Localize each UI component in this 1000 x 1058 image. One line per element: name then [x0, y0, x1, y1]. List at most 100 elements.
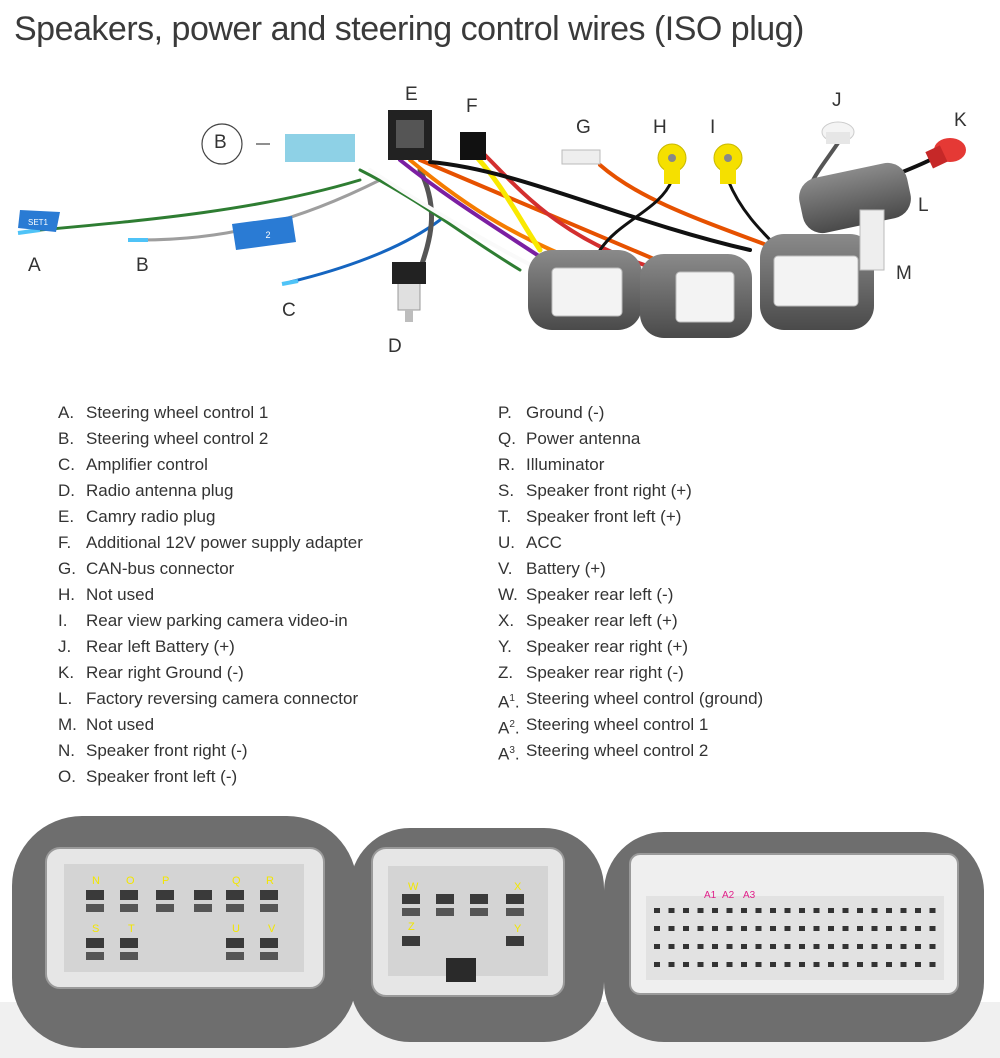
- svg-text:2: 2: [265, 230, 270, 240]
- legend-item: W. Speaker rear left (-): [498, 582, 763, 608]
- legend-key: Y.: [498, 637, 512, 656]
- connector-pin: [915, 926, 921, 931]
- pin-label-o: O: [126, 875, 135, 887]
- connector-pin: [226, 890, 244, 900]
- legend-item: D. Radio antenna plug: [58, 478, 363, 504]
- connector-closeup: N O P Q R S T U V W X Z Y A1 A2 A3: [0, 816, 1000, 1058]
- connector-pin: [784, 962, 791, 967]
- legend-item: M. Not used: [58, 712, 363, 738]
- legend-item: Z.Speaker rear right (-): [498, 660, 763, 686]
- label-a: A: [28, 255, 41, 276]
- legend-key: S.: [498, 481, 515, 500]
- connector-pin: [260, 904, 278, 912]
- legend-item: K. Rear right Ground (-): [58, 660, 363, 686]
- label-e: E: [405, 84, 418, 105]
- legend-item: L.Factory reversing camera connector: [58, 686, 363, 712]
- connector-pin: [436, 894, 454, 904]
- connector-pin: [799, 944, 805, 949]
- connector-pin: [886, 962, 892, 967]
- connector-pin: [436, 908, 454, 916]
- label-f: F: [466, 96, 478, 117]
- legend-key: W.: [498, 585, 518, 604]
- connector-pin: [784, 908, 791, 913]
- connector-pin: [813, 908, 820, 913]
- legend-text: Camry radio plug: [86, 507, 216, 526]
- connector-pin: [697, 908, 704, 913]
- pin-label-s: S: [92, 923, 99, 935]
- rca-j: [821, 121, 855, 144]
- foam-connector-3: [760, 234, 874, 330]
- connector-pin: [871, 926, 878, 931]
- connector-pin: [886, 926, 892, 931]
- connector-pin: [226, 952, 244, 960]
- pin-label-a2: A2: [722, 890, 735, 901]
- wire-tag-b: 2: [232, 216, 296, 250]
- callout-circle-b: [201, 123, 243, 165]
- connector-pin: [156, 890, 174, 900]
- connector-pin: [726, 962, 733, 967]
- connector-pin: [886, 944, 892, 949]
- connector-pin: [86, 952, 104, 960]
- connector-pin: [857, 926, 863, 931]
- legend-text: Speaker rear right (+): [526, 637, 689, 656]
- connector-pin: [726, 926, 733, 931]
- connector-pin: [402, 936, 420, 946]
- label-b: B: [136, 255, 149, 276]
- legend-text: Power antenna: [526, 429, 641, 448]
- pins-connector-1: [86, 890, 278, 960]
- connector-pin: [470, 894, 488, 904]
- rca-i: [713, 143, 743, 184]
- legend-key: J.: [58, 637, 72, 656]
- legend-text: Steering wheel control 1: [526, 715, 709, 734]
- legend-item: A3.Steering wheel control 2: [498, 738, 763, 764]
- foam-connector-2: [640, 254, 752, 338]
- pins-connector-3: [654, 908, 936, 967]
- connector-pin: [726, 908, 733, 913]
- legend-key: K.: [58, 663, 75, 682]
- legend-key: E.: [58, 507, 75, 526]
- legend-text: CAN-bus connector: [86, 559, 235, 578]
- legend-item: S.Speaker front right (+): [498, 478, 763, 504]
- connector-pin: [929, 962, 936, 967]
- pin-label-a1: A1: [704, 890, 717, 901]
- connector-pin: [697, 926, 704, 931]
- legend-key: D.: [58, 481, 75, 500]
- legend-text: Battery (+): [526, 559, 606, 578]
- legend-item: N.Speaker front right (-): [58, 738, 363, 764]
- connector-pin: [402, 894, 420, 904]
- connector-pin: [828, 944, 834, 949]
- legend-key: M.: [58, 715, 77, 734]
- connector-pin: [260, 938, 278, 948]
- legend-key: F.: [58, 533, 72, 552]
- canbus-connector-g: [561, 149, 601, 165]
- legend-text: Rear right Ground (-): [86, 663, 244, 682]
- label-c: C: [282, 300, 296, 321]
- legend-text: Not used: [86, 585, 155, 604]
- connector-pin: [799, 926, 805, 931]
- connector-pin: [799, 962, 805, 967]
- legend-key: X.: [498, 611, 515, 630]
- pin-label-r: R: [266, 875, 274, 887]
- legend-key: H.: [58, 585, 75, 604]
- legend-item: B.Steering wheel control 2: [58, 426, 363, 452]
- connector-pin: [683, 908, 689, 913]
- closeup-connector-1: [12, 816, 357, 1048]
- connector-pin: [755, 926, 762, 931]
- connector-pin: [226, 904, 244, 912]
- connector-pin: [470, 908, 488, 916]
- legend-text: Radio antenna plug: [86, 481, 234, 500]
- legend-text: Additional 12V power supply adapter: [86, 533, 363, 552]
- legend-text: Speaker rear left (-): [526, 585, 674, 604]
- pin-label-n: N: [92, 875, 100, 887]
- connector-pin: [668, 944, 675, 949]
- pin-label-v: V: [268, 923, 276, 935]
- legend-text: Speaker front right (-): [86, 741, 248, 760]
- legend-item: U.ACC: [498, 530, 763, 556]
- legend-text: Not used: [86, 715, 155, 734]
- connector-pin: [668, 962, 675, 967]
- connector-pin: [260, 952, 278, 960]
- connector-pin: [683, 926, 689, 931]
- connector-pin: [741, 944, 747, 949]
- connector-pin: [668, 926, 675, 931]
